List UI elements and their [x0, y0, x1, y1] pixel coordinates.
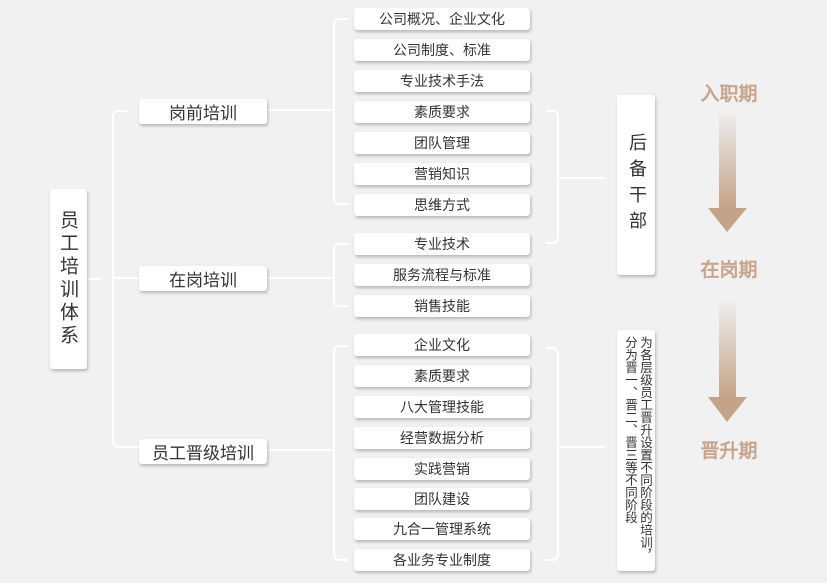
stage-arrow-2 — [708, 302, 747, 422]
promotion-item: 团队建设 — [354, 488, 530, 510]
reserve-cadre-box: 后备干部 — [617, 95, 655, 275]
pre-job-item: 公司概况、企业文化 — [354, 8, 530, 30]
promotion-item: 经营数据分析 — [354, 427, 530, 449]
promotion-item: 九合一管理系统 — [354, 518, 530, 540]
promotion-item: 八大管理技能 — [354, 396, 530, 418]
on-job-item: 服务流程与标准 — [354, 264, 530, 286]
stage-on-job: 在岗期 — [700, 259, 758, 281]
pre-job-item: 团队管理 — [354, 132, 530, 154]
promotion-item: 素质要求 — [354, 365, 530, 387]
promotion-item: 实践营销 — [354, 458, 530, 480]
stage-promotion: 晋升期 — [700, 440, 758, 462]
pre-job-item: 营销知识 — [354, 163, 530, 185]
on-job-item: 销售技能 — [354, 295, 530, 317]
category-promotion: 员工晋级培训 — [139, 439, 267, 464]
promotion-item: 各业务专业制度 — [354, 549, 530, 571]
root-node: 员工培训体系 — [50, 189, 87, 369]
pre-job-item: 素质要求 — [354, 101, 530, 123]
on-job-item: 专业技术 — [354, 233, 530, 255]
promotion-item: 企业文化 — [354, 334, 530, 356]
category-pre-job: 岗前培训 — [139, 99, 267, 124]
promotion-note-box: 为各层级员工晋升设置不同阶段的培训，分为晋一、晋二、晋三等不同阶段 — [617, 330, 655, 571]
stage-onboarding: 入职期 — [700, 83, 758, 105]
pre-job-item: 专业技术手法 — [354, 70, 530, 92]
category-on-job: 在岗培训 — [139, 266, 267, 291]
pre-job-item: 公司制度、标准 — [354, 39, 530, 61]
stage-arrow-1 — [708, 113, 747, 232]
pre-job-item: 思维方式 — [354, 194, 530, 216]
